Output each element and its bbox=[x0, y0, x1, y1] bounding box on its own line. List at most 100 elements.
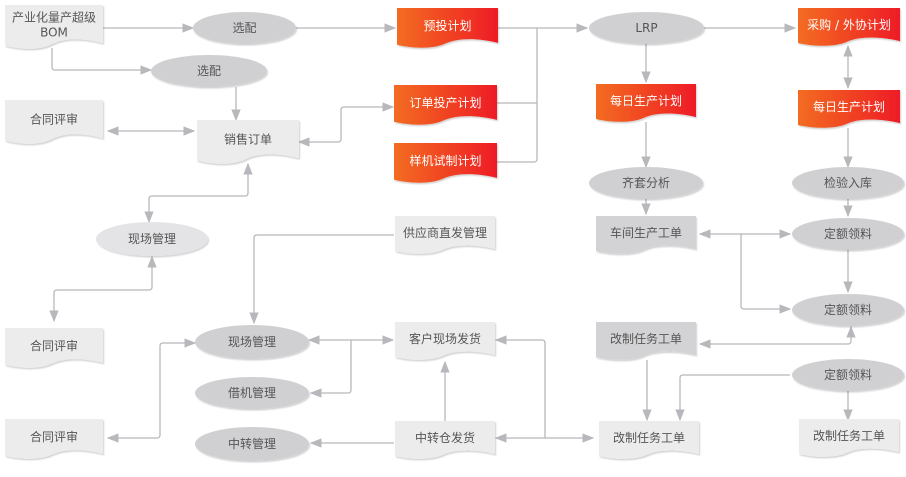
node-label: 合同评审 bbox=[30, 338, 78, 353]
node-inspection[interactable]: 检验入库 bbox=[792, 167, 904, 199]
node-label: 选配 bbox=[232, 21, 256, 35]
node-label: LRP bbox=[635, 21, 657, 35]
node-label: 每日生产计划 bbox=[610, 93, 682, 108]
document-shape bbox=[394, 85, 497, 125]
edge-workshop-quota2 bbox=[740, 234, 792, 314]
node-rework-order-1[interactable]: 改制任务工单 bbox=[596, 322, 696, 360]
node-label: 样机试制计划 bbox=[409, 153, 481, 168]
document-shape bbox=[799, 419, 899, 457]
node-label: BOM bbox=[40, 25, 68, 39]
node-label: 合同评审 bbox=[30, 111, 78, 126]
document-shape bbox=[5, 419, 103, 459]
node-purchase-plan[interactable]: 采购 / 外协计划 bbox=[798, 8, 900, 46]
node-label: 改制任务工单 bbox=[610, 331, 682, 346]
node-site-mgmt-mid[interactable]: 现场管理 bbox=[195, 325, 309, 359]
document-shape bbox=[596, 322, 696, 360]
node-workshop-order[interactable]: 车间生产工单 bbox=[596, 216, 696, 254]
node-quota-1[interactable]: 定额领料 bbox=[792, 218, 904, 250]
edge-prototype-merge bbox=[497, 28, 538, 163]
edge-bom-select-mid bbox=[51, 48, 153, 75]
node-label: 车间生产工单 bbox=[610, 225, 682, 240]
ellipse-shape bbox=[193, 12, 296, 44]
node-label: 供应商直发管理 bbox=[403, 225, 487, 240]
node-rework-order-2[interactable]: 改制任务工单 bbox=[599, 421, 699, 459]
node-label: 合同评审 bbox=[30, 429, 78, 444]
document-shape bbox=[395, 421, 495, 459]
document-shape bbox=[394, 143, 497, 183]
ellipse-shape bbox=[792, 218, 904, 250]
ellipse-shape bbox=[589, 167, 703, 199]
ellipse-shape bbox=[96, 222, 208, 256]
node-select-top[interactable]: 选配 bbox=[193, 12, 296, 44]
node-label: 检验入库 bbox=[824, 175, 872, 190]
document-shape bbox=[5, 100, 103, 144]
node-label: 齐套分析 bbox=[622, 175, 670, 190]
node-transfer-mgmt[interactable]: 中转管理 bbox=[195, 427, 309, 461]
edge-rework2-customer bbox=[494, 335, 546, 438]
node-daily-plan-1[interactable]: 每日生产计划 bbox=[596, 84, 696, 122]
ellipse-shape bbox=[589, 12, 704, 44]
ellipse-shape bbox=[195, 427, 309, 461]
node-supplier-direct[interactable]: 供应商直发管理 bbox=[395, 216, 495, 254]
connectors bbox=[49, 23, 856, 448]
edge-site-contract2 bbox=[49, 255, 157, 323]
node-label: 中转管理 bbox=[228, 436, 276, 451]
node-lrp[interactable]: LRP bbox=[589, 12, 704, 44]
ellipse-shape bbox=[151, 55, 267, 87]
node-label: 改制任务工单 bbox=[813, 428, 885, 443]
node-transfer-ship[interactable]: 中转仓发货 bbox=[395, 421, 495, 459]
ellipse-shape bbox=[195, 325, 309, 359]
ellipse-shape bbox=[792, 359, 904, 391]
node-label: 借机管理 bbox=[228, 385, 276, 400]
node-quota-3[interactable]: 定额领料 bbox=[792, 359, 904, 391]
node-label: 每日生产计划 bbox=[813, 99, 885, 114]
node-order-plan[interactable]: 订单投产计划 bbox=[394, 85, 497, 125]
edge-sales-site bbox=[144, 162, 253, 224]
node-label: 中转仓发货 bbox=[415, 430, 475, 445]
node-preinvest-plan[interactable]: 预投计划 bbox=[397, 8, 498, 48]
node-rework-order-3[interactable]: 改制任务工单 bbox=[799, 419, 899, 457]
edge-quota3-rework2 bbox=[675, 374, 790, 422]
node-daily-plan-2[interactable]: 每日生产计划 bbox=[798, 90, 900, 128]
node-contract-review-1[interactable]: 合同评审 bbox=[5, 100, 103, 144]
node-contract-review-2[interactable]: 合同评审 bbox=[5, 328, 103, 368]
node-customer-ship[interactable]: 客户现场发货 bbox=[395, 322, 495, 360]
node-kit-analysis[interactable]: 齐套分析 bbox=[589, 167, 703, 199]
node-site-mgmt-left[interactable]: 现场管理 bbox=[96, 222, 208, 256]
document-shape bbox=[798, 8, 900, 46]
node-label: 预投计划 bbox=[423, 18, 471, 33]
node-label: 定额领料 bbox=[824, 367, 872, 382]
node-label: 现场管理 bbox=[128, 231, 176, 246]
node-loan-mgmt[interactable]: 借机管理 bbox=[195, 377, 309, 409]
node-label: 现场管理 bbox=[228, 334, 276, 349]
node-sales-order[interactable]: 销售订单 bbox=[197, 120, 299, 164]
edge-contract3-site bbox=[106, 342, 195, 443]
ellipse-shape bbox=[792, 294, 904, 326]
edge-sales-orderplan bbox=[297, 102, 395, 147]
document-shape bbox=[599, 421, 699, 459]
edge-rework1-quota2 bbox=[698, 325, 856, 349]
document-shape bbox=[596, 84, 696, 122]
document-shape bbox=[798, 90, 900, 128]
node-label: 客户现场发货 bbox=[409, 331, 481, 346]
node-contract-review-3[interactable]: 合同评审 bbox=[5, 419, 103, 459]
node-quota-2[interactable]: 定额领料 bbox=[792, 294, 904, 326]
document-shape bbox=[395, 216, 495, 254]
document-shape bbox=[197, 120, 299, 164]
document-shape bbox=[596, 216, 696, 254]
node-label: 定额领料 bbox=[824, 302, 872, 317]
ellipse-shape bbox=[792, 167, 904, 199]
document-shape bbox=[395, 322, 495, 360]
node-label: 选配 bbox=[197, 64, 221, 78]
node-label: 采购 / 外协计划 bbox=[807, 17, 891, 32]
edge-supplier-site bbox=[249, 234, 394, 325]
document-shape bbox=[5, 328, 103, 368]
node-prototype-plan[interactable]: 样机试制计划 bbox=[394, 143, 497, 183]
node-label: 产业化量产超级 bbox=[12, 9, 96, 24]
node-label: 改制任务工单 bbox=[613, 430, 685, 445]
node-select-mid[interactable]: 选配 bbox=[151, 55, 267, 87]
document-shape bbox=[397, 8, 498, 48]
